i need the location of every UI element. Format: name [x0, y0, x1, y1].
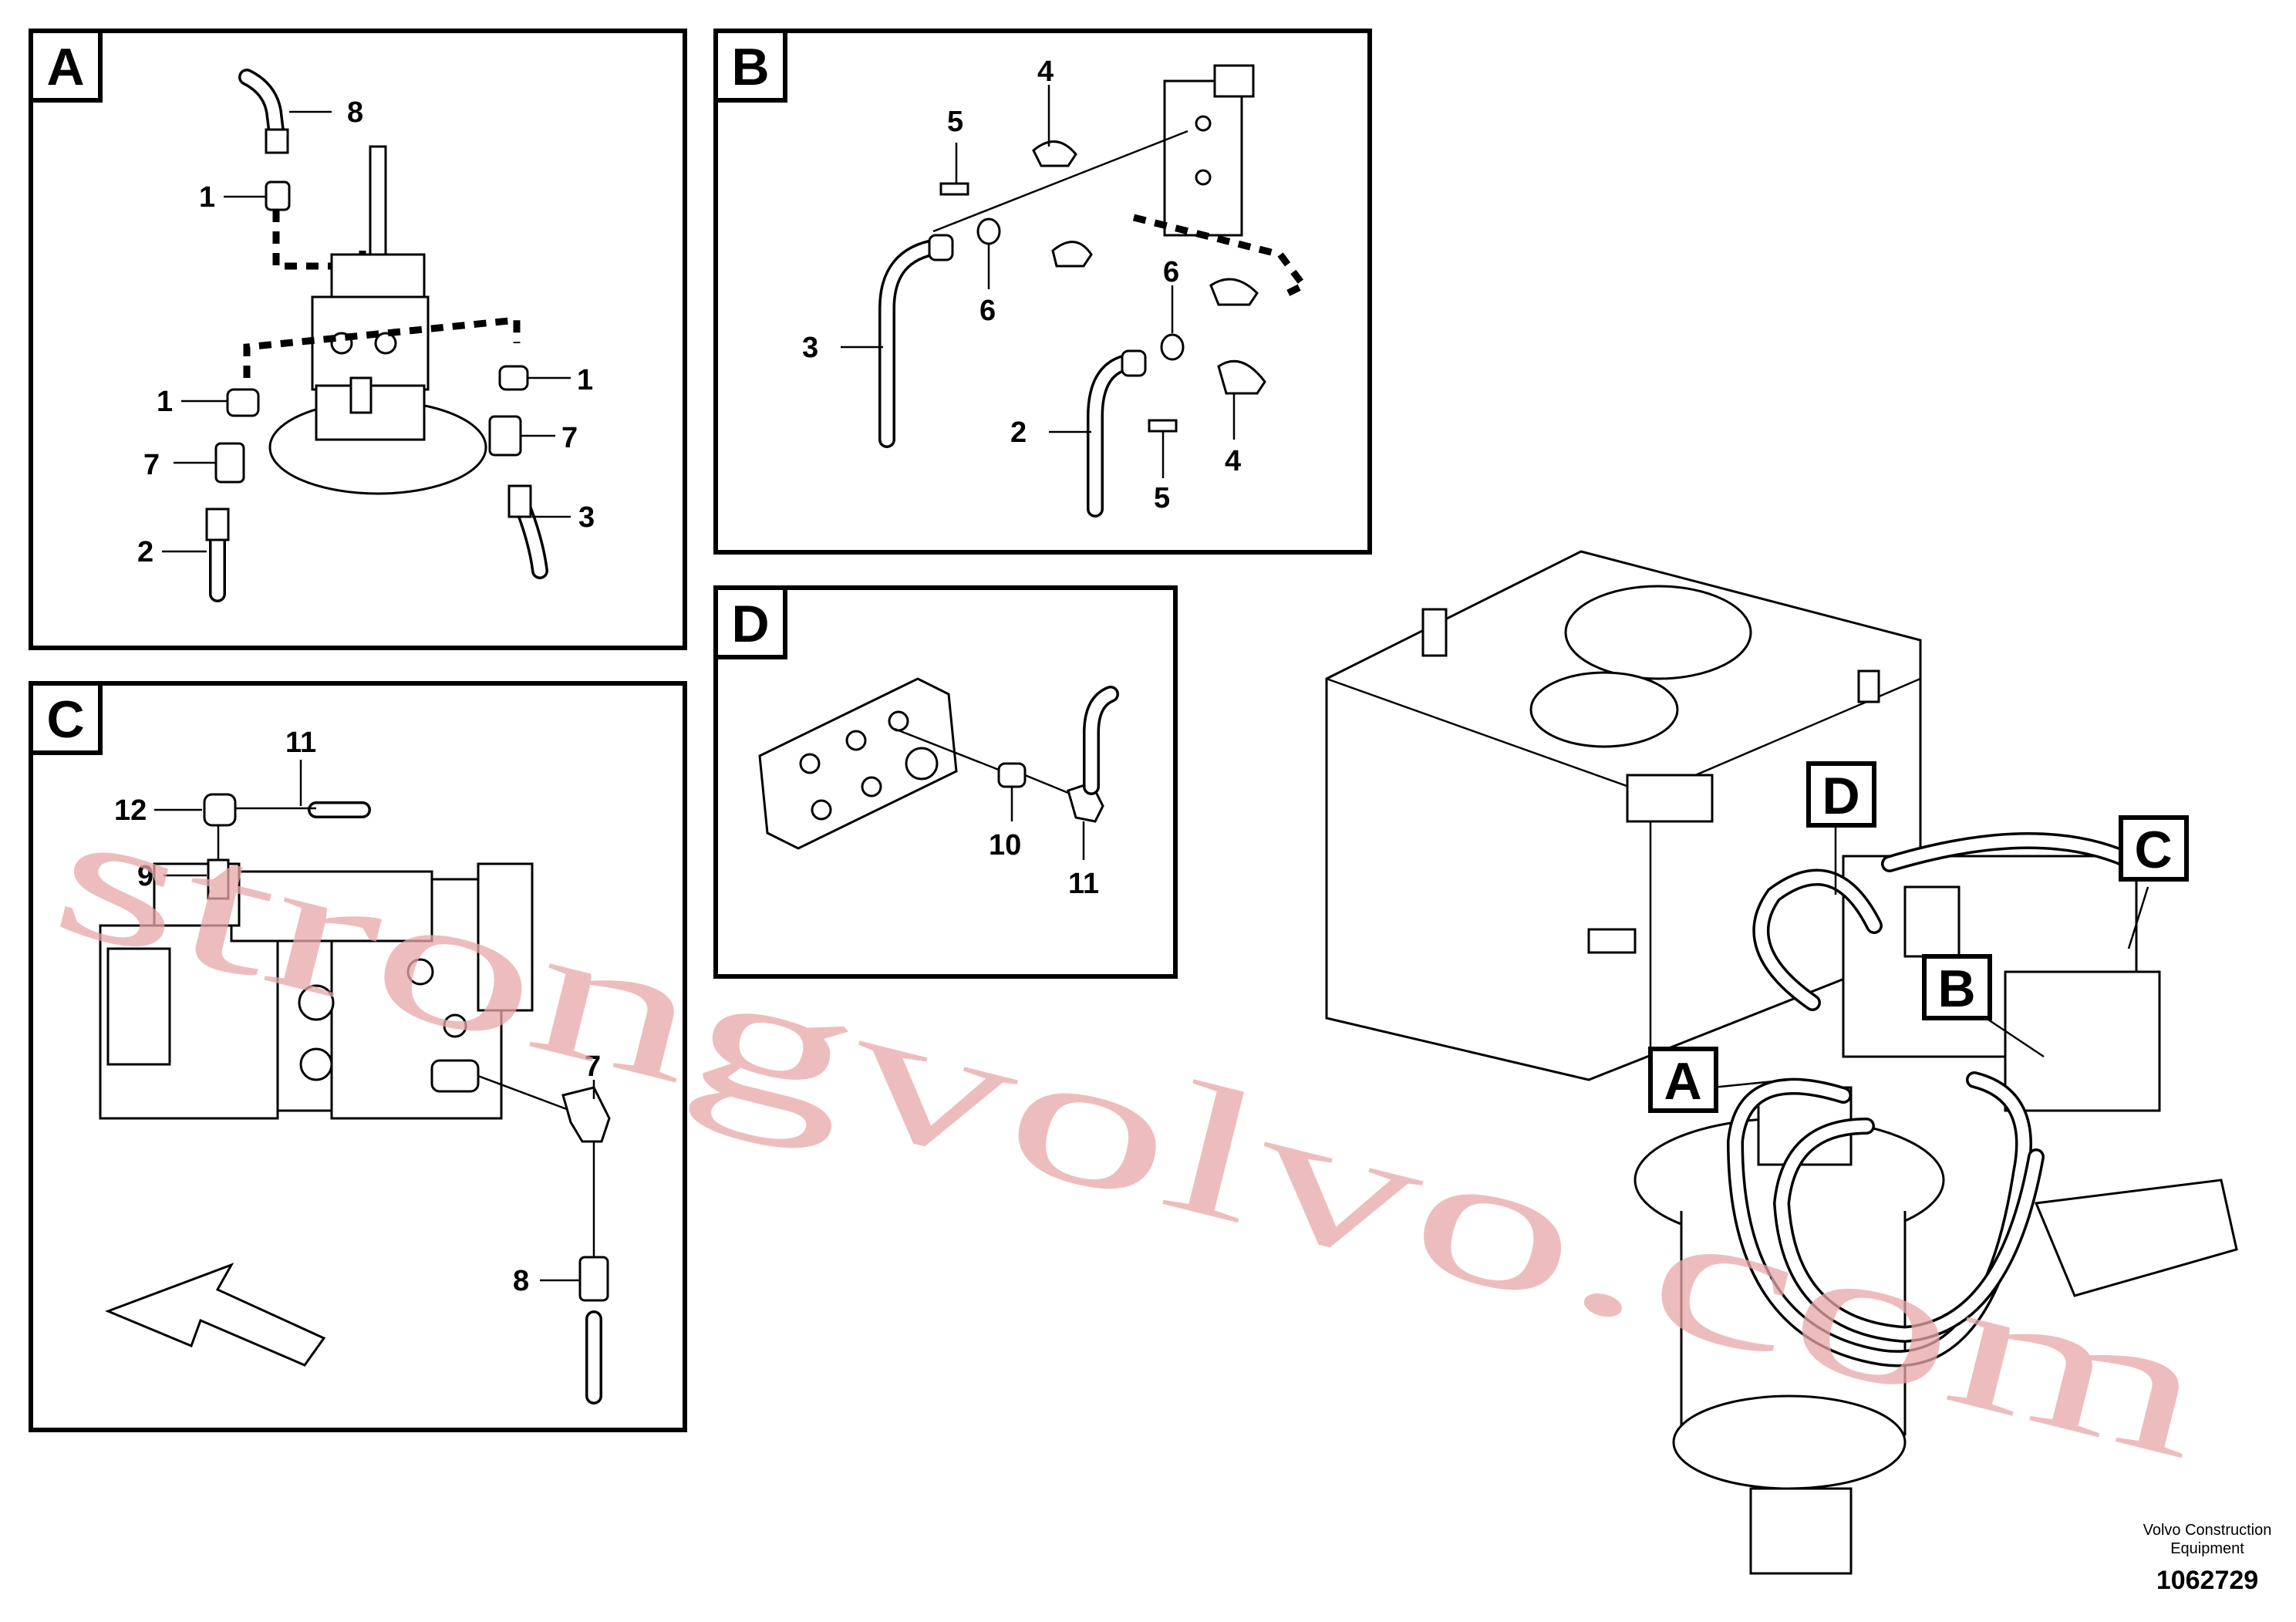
brand-line-2: Equipment	[2170, 1540, 2244, 1557]
callout-a-1: 1	[199, 181, 215, 214]
panel-d: D 10 11	[713, 585, 1178, 979]
callout-b-5: 5	[947, 106, 963, 138]
svg-text:C: C	[2134, 821, 2172, 879]
callout-d-11: 11	[1068, 868, 1099, 900]
callout-c-7: 7	[585, 1050, 601, 1083]
panel-c-tag: C	[46, 690, 84, 749]
svg-text:A: A	[1664, 1052, 1701, 1111]
callout-c-9: 9	[137, 860, 153, 892]
part-number: 1062729	[2156, 1566, 2258, 1595]
callout-a-3: 3	[578, 501, 595, 534]
main-tag-d: D	[1806, 761, 1876, 828]
callout-b-5b: 5	[1154, 482, 1170, 514]
callout-b-3: 3	[802, 332, 818, 364]
callout-b-6b: 6	[1163, 256, 1179, 288]
callout-a-8: 8	[347, 96, 363, 129]
panel-d-tag: D	[731, 595, 769, 653]
svg-text:B: B	[1937, 959, 1975, 1018]
panel-b-tag: B	[731, 38, 769, 96]
main-tag-a: A	[1648, 1047, 1718, 1113]
main-tag-b: B	[1922, 954, 1992, 1020]
svg-text:D: D	[1822, 767, 1859, 825]
callout-b-4: 4	[1037, 56, 1054, 88]
callout-c-11: 11	[285, 727, 316, 759]
callout-c-8: 8	[513, 1265, 529, 1297]
callout-a-7b: 7	[561, 422, 578, 454]
callout-b-6: 6	[979, 295, 996, 327]
callout-a-7: 7	[143, 449, 160, 481]
main-assembly-view: D C B A	[1325, 550, 2238, 1575]
main-tag-c: C	[2119, 815, 2189, 882]
panel-b: B 4 5 3 6 6	[713, 29, 1372, 555]
panel-c: C 11 12	[29, 681, 687, 1432]
callout-d-10: 10	[989, 829, 1021, 862]
callout-a-1c: 1	[577, 364, 593, 396]
callout-b-4b: 4	[1225, 445, 1241, 477]
panel-a: A 8	[29, 29, 687, 650]
callout-c-12: 12	[114, 794, 147, 827]
callout-b-2: 2	[1010, 416, 1027, 449]
callout-a-1b: 1	[157, 386, 173, 418]
callout-a-2: 2	[137, 536, 153, 568]
brand-line-1: Volvo Construction	[2143, 1522, 2272, 1539]
panel-a-tag: A	[46, 38, 84, 96]
